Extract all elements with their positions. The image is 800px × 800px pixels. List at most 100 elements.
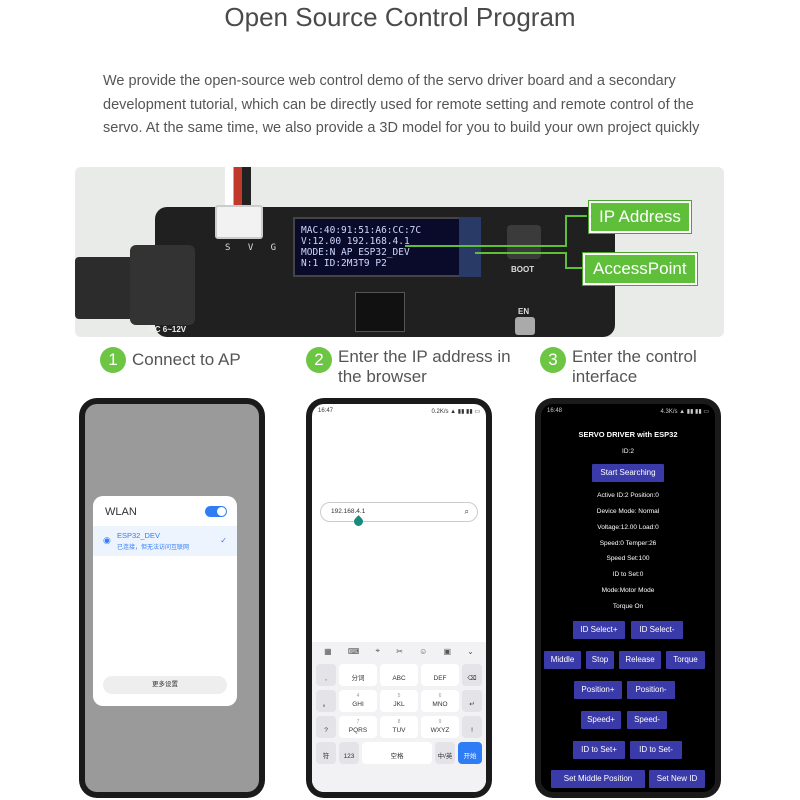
step-number: 1 — [100, 347, 126, 373]
wifi-network-item[interactable]: ◉ ESP32_DEV 已连接，但无法访问互联网 ✓ — [93, 526, 237, 556]
callout-line-ip — [405, 245, 565, 247]
position-plus-button[interactable]: Position+ — [574, 681, 622, 699]
enter-key[interactable]: ↵ — [462, 690, 482, 712]
oled-line: MAC:40:91:51:A6:CC:7C — [301, 225, 422, 236]
wifi-network-name: ESP32_DEV — [117, 531, 160, 540]
status-icons: 0.2K/s ▲ ▮▮ ▮▮ ▭ — [431, 409, 481, 415]
callout-access-point: AccessPoint — [582, 252, 698, 286]
keyboard-toolbar: ▦ ⌨ ⌖ ✂ ☺ ▣ ⌄ — [312, 642, 486, 660]
position-minus-button[interactable]: Position- — [627, 681, 675, 699]
info-line: Speed Set:100 — [606, 555, 650, 562]
grid-icon[interactable]: ▦ — [324, 646, 332, 656]
callout-line-ap-v — [565, 252, 567, 268]
middle-button[interactable]: Middle — [544, 651, 581, 669]
info-line: Torque On — [612, 603, 644, 610]
more-settings-button[interactable]: 更多设置 — [103, 676, 227, 694]
backspace-key[interactable]: ⌫ — [462, 664, 482, 686]
oled-line: N:1 ID:2M3T9 P2 — [301, 258, 387, 269]
id-select-plus-button[interactable]: ID Select+ — [573, 621, 625, 639]
callout-line-ap-h — [565, 267, 587, 269]
step-number: 2 — [306, 347, 332, 373]
id-select-minus-button[interactable]: ID Select- — [631, 621, 683, 639]
phone-screen: 16:48 4.3K/s ▲ ▮▮ ▮▮ ▭ SERVO DRIVER with… — [541, 404, 715, 792]
search-icon[interactable]: ⌕ — [464, 507, 469, 516]
cursor-icon[interactable]: ⌖ — [375, 646, 381, 655]
key[interactable]: , — [316, 664, 336, 686]
page-title: Open Source Control Program — [224, 2, 576, 32]
key[interactable]: ? — [316, 716, 336, 738]
speed-minus-button[interactable]: Speed- — [627, 711, 667, 729]
servo-wires — [225, 167, 251, 207]
status-time: 16:47 — [318, 408, 334, 414]
board-photo: S V G MAC:40:91:51:A6:CC:7C V:12.00 192.… — [75, 167, 724, 337]
boot-label: BOOT — [511, 265, 535, 274]
key[interactable]: 。 — [316, 690, 336, 712]
id-to-set-minus-button[interactable]: ID to Set- — [630, 741, 682, 759]
intro-paragraph: We provide the open-source web control d… — [103, 73, 700, 136]
step-2: 2 Enter the IP address in the browser — [306, 347, 516, 387]
info-line: ID to Set:0 — [612, 571, 644, 578]
speed-plus-button[interactable]: Speed+ — [581, 711, 621, 729]
status-bar: 16:47 0.2K/s ▲ ▮▮ ▮▮ ▭ — [312, 404, 486, 418]
phone-control: 16:48 4.3K/s ▲ ▮▮ ▮▮ ▭ SERVO DRIVER with… — [535, 398, 721, 798]
control-id: ID:2 — [622, 448, 634, 455]
wlan-toggle[interactable] — [205, 506, 227, 517]
step-3: 3 Enter the control interface — [540, 347, 720, 387]
connector-label: S V G — [225, 243, 283, 253]
servo-connector — [215, 205, 263, 239]
phone-wlan: WLAN ◉ ESP32_DEV 已连接，但无法访问互联网 ✓ 更多设置 — [79, 398, 265, 798]
key[interactable]: 分词 — [339, 664, 377, 686]
info-line: Voltage:12.00 Load:0 — [597, 524, 659, 531]
stop-button[interactable]: Stop — [586, 651, 614, 669]
url-text: 192.168.4.1 — [331, 508, 366, 515]
control-title: SERVO DRIVER with ESP32 — [578, 430, 678, 439]
collapse-icon[interactable]: ⌄ — [467, 646, 474, 656]
start-searching-button[interactable]: Start Searching — [592, 464, 664, 482]
mic-icon[interactable]: ▣ — [443, 646, 451, 656]
emoji-icon[interactable]: ☺ — [419, 646, 428, 656]
torque-button[interactable]: Torque — [666, 651, 705, 669]
oled-line: MODE:N AP ESP32_DEV — [301, 247, 410, 258]
space-key[interactable]: 空格 — [362, 742, 432, 764]
wifi-network-status: 已连接，但无法访问互联网 — [117, 545, 190, 551]
dc-label: DC 6~12V — [149, 325, 187, 334]
scissors-icon[interactable]: ✂ — [396, 646, 403, 656]
release-button[interactable]: Release — [619, 651, 661, 669]
key[interactable]: ABC — [380, 664, 418, 686]
status-bar: 16:48 4.3K/s ▲ ▮▮ ▮▮ ▭ — [541, 404, 715, 418]
en-label: EN — [518, 307, 530, 316]
phone-browser: 16:47 0.2K/s ▲ ▮▮ ▮▮ ▭ 192.168.4.1 ⌕ ▦ ⌨… — [306, 398, 492, 798]
oled-display: MAC:40:91:51:A6:CC:7C V:12.00 192.168.4.… — [293, 217, 461, 277]
step-text: Connect to AP — [132, 350, 241, 369]
info-line: Speed:0 Temper:26 — [599, 540, 657, 547]
keyboard-icon[interactable]: ⌨ — [347, 646, 360, 656]
status-time: 16:48 — [547, 408, 563, 414]
id-to-set-plus-button[interactable]: ID to Set+ — [573, 741, 625, 759]
go-key[interactable]: 开始 — [458, 742, 482, 764]
number-key[interactable]: 123 — [339, 742, 359, 764]
wlan-title: WLAN — [105, 506, 137, 518]
language-key[interactable]: 中/英 — [435, 742, 455, 764]
key[interactable]: ! — [462, 716, 482, 738]
symbol-key[interactable]: 符 — [316, 742, 336, 764]
oled-line: V:12.00 192.168.4.1 — [301, 236, 410, 247]
check-icon: ✓ — [220, 536, 227, 545]
url-input[interactable]: 192.168.4.1 ⌕ — [320, 502, 478, 522]
callout-ip-address: IP Address — [588, 200, 692, 234]
status-icons: 4.3K/s ▲ ▮▮ ▮▮ ▭ — [660, 409, 710, 415]
step-1: 1 Connect to AP — [100, 347, 241, 373]
set-new-id-button[interactable]: Set New ID — [649, 770, 705, 788]
set-middle-position-button[interactable]: Set Middle Position — [551, 770, 645, 788]
dc-jack-body — [130, 245, 195, 325]
phone-screen: WLAN ◉ ESP32_DEV 已连接，但无法访问互联网 ✓ 更多设置 — [85, 404, 259, 792]
wlan-dialog: WLAN ◉ ESP32_DEV 已连接，但无法访问互联网 ✓ 更多设置 — [93, 496, 237, 706]
callout-line-ip-h — [565, 215, 587, 217]
key[interactable]: DEF — [421, 664, 459, 686]
